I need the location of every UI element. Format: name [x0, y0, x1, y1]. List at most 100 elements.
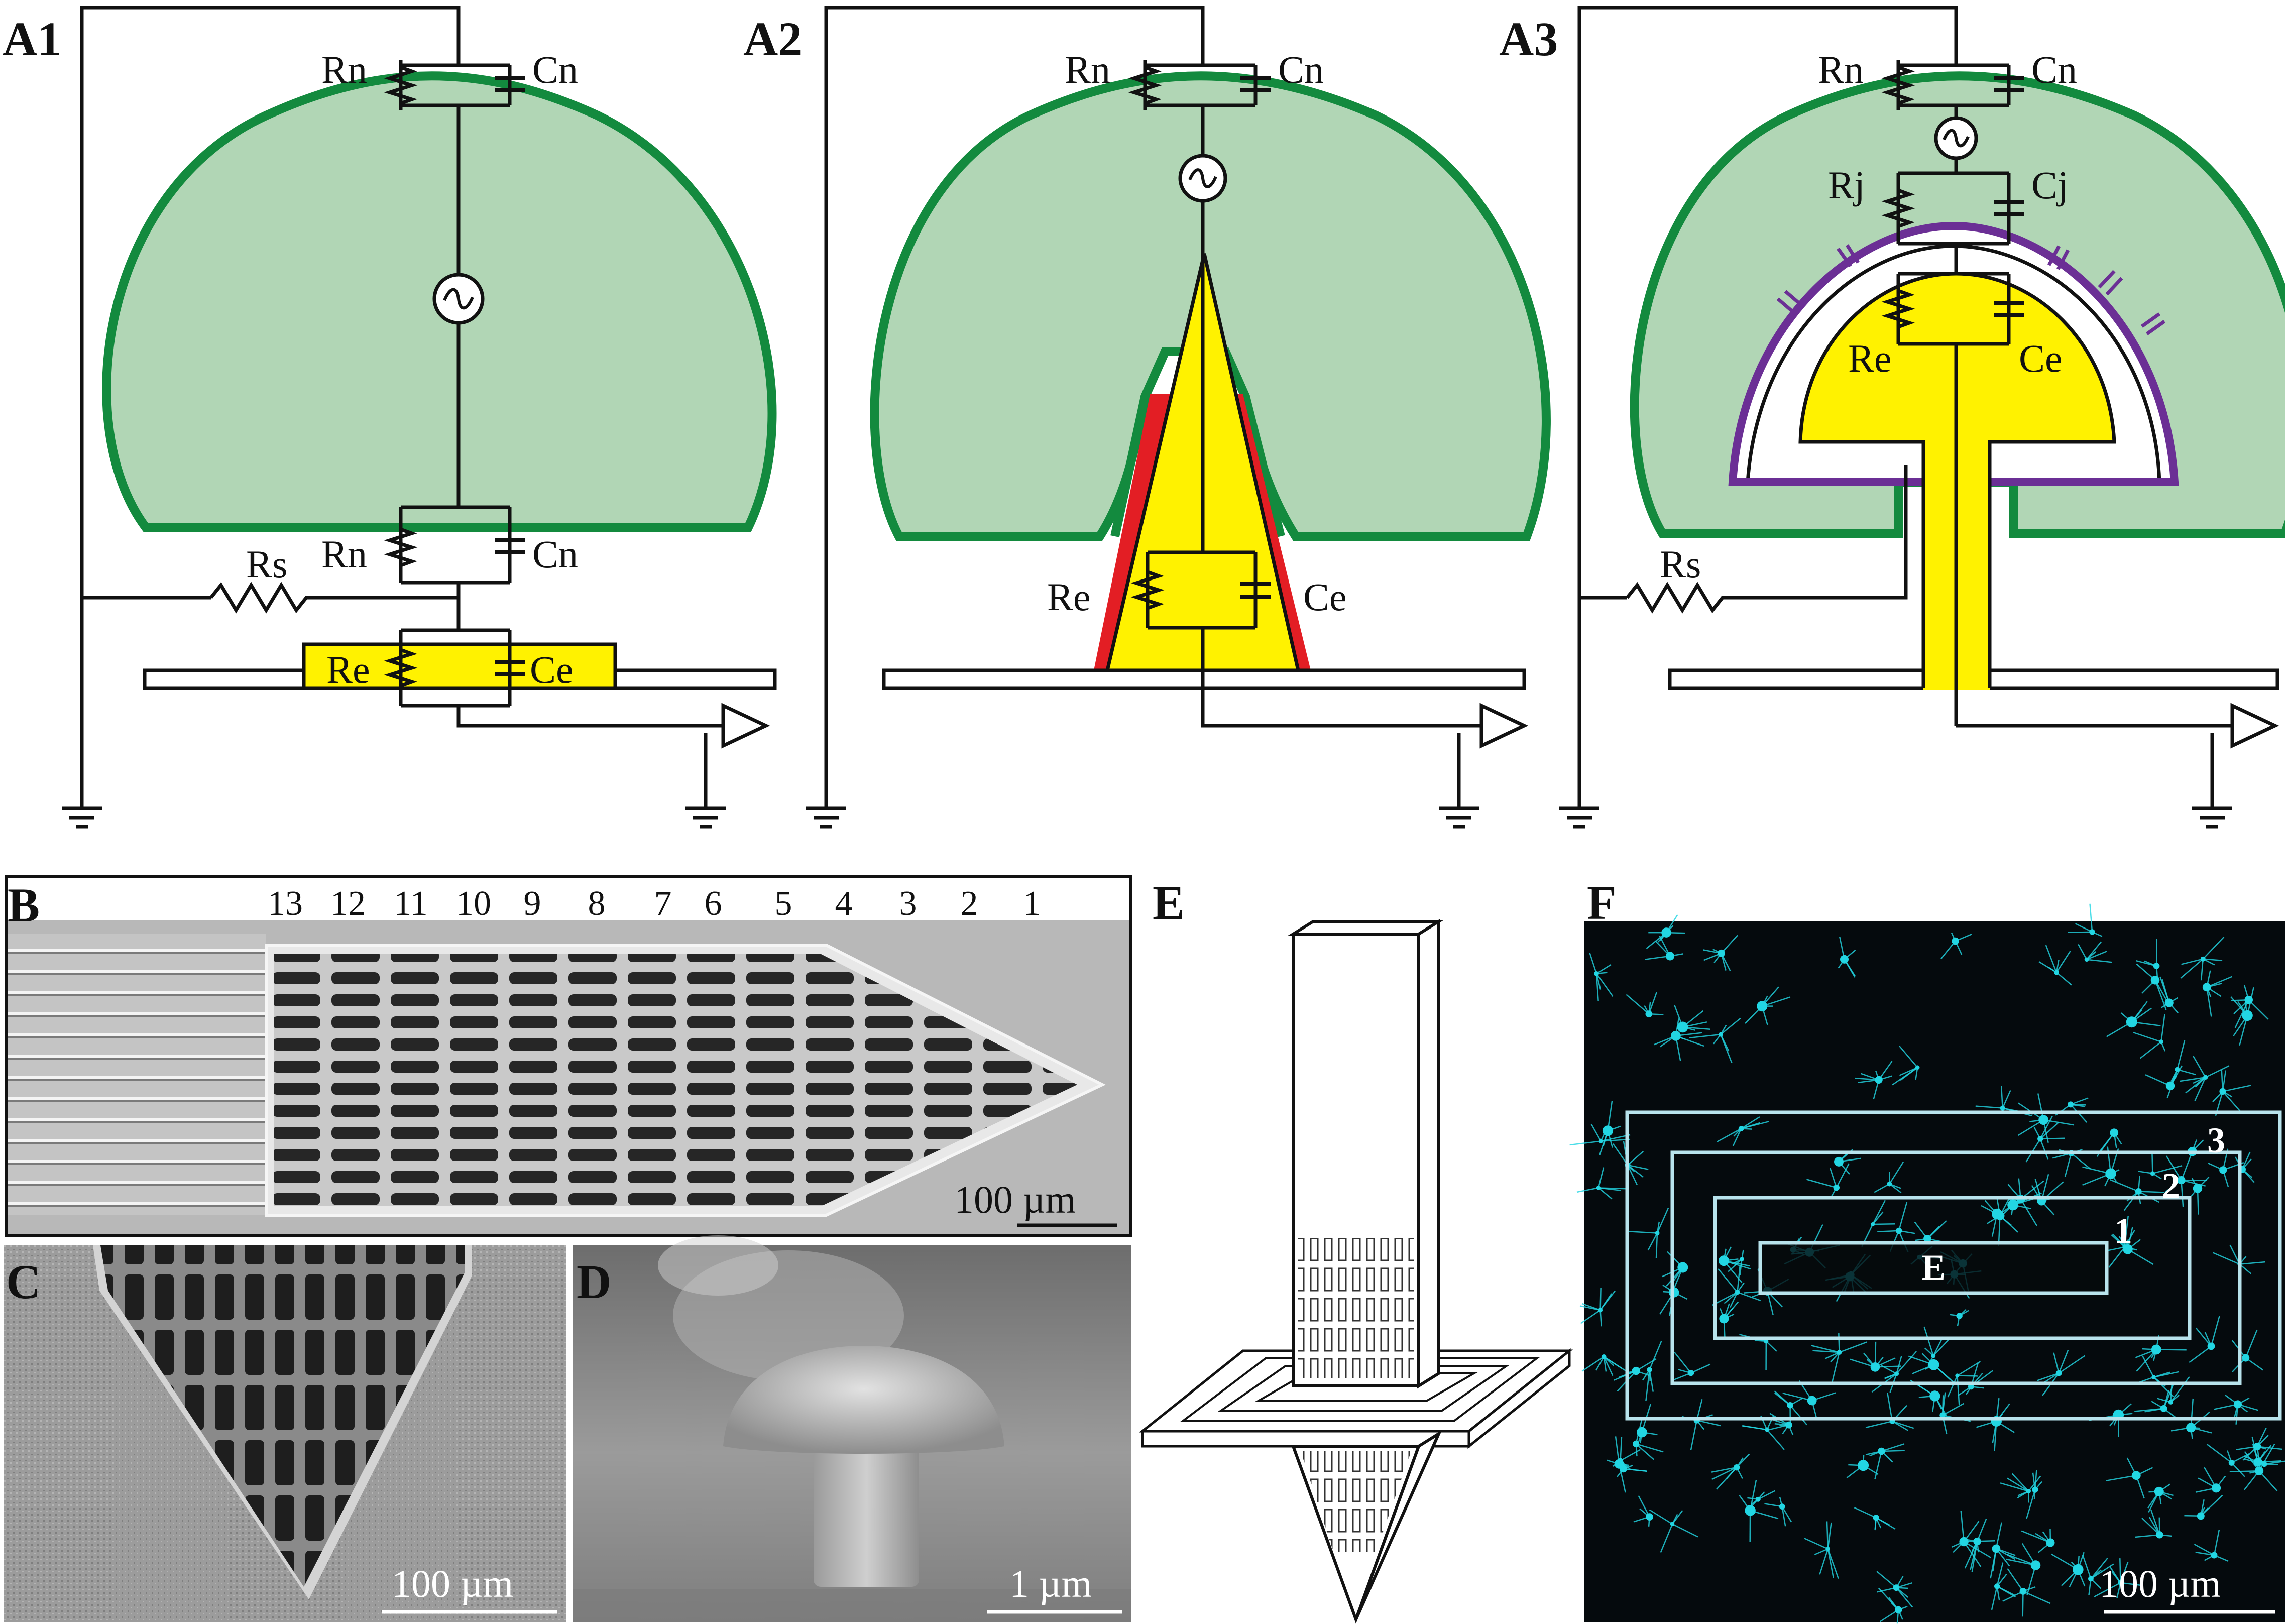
glia-cell [1940, 933, 1972, 959]
capacitor-cn-bottom-a1 [495, 538, 525, 554]
label-rn-a3: Rn [1818, 48, 1864, 91]
resistor-rs-a3 [1626, 582, 1728, 614]
glia-cell [1719, 1246, 1751, 1283]
glia-cell [2136, 939, 2160, 979]
label-cn-top-a1: Cn [532, 48, 578, 91]
glia-cell [2094, 1558, 2143, 1598]
electrode-number: 5 [775, 884, 792, 923]
electrode-number: 7 [654, 884, 672, 923]
glia-cell [1711, 1453, 1750, 1490]
label-rn-top-a1: Rn [321, 48, 367, 91]
glia-cell [1674, 1004, 1710, 1033]
glia-cell [1846, 1455, 1879, 1478]
ground-icon-left-a1 [62, 793, 102, 827]
glia-cell [2147, 1483, 2174, 1513]
glia-cell [1892, 1046, 1920, 1086]
glia-cell [1703, 935, 1738, 971]
glia-cell [1626, 992, 1664, 1018]
glia-cell [1654, 1018, 1704, 1061]
glia-cell [1764, 1497, 1792, 1527]
glia-cell [1861, 1200, 1895, 1247]
glia-cell [1671, 1351, 1711, 1381]
ground-icon-right-a2 [1439, 793, 1479, 827]
capacitor-ce-a2 [1240, 582, 1271, 599]
electrode-slots-e [1298, 1238, 1414, 1378]
glia-cell [1642, 1340, 1662, 1401]
panel-b: B 13 12 11 10 9 8 7 6 5 4 3 2 1 100 µm [5, 875, 1132, 1237]
glia-cell [2138, 1355, 2180, 1398]
glia-cell [2166, 1040, 2197, 1098]
region-label-e: E [1921, 1247, 1946, 1288]
label-cn-a2: Cn [1278, 48, 1324, 91]
amplifier-icon-a3 [2230, 703, 2279, 749]
electrode-number: 12 [330, 884, 366, 923]
electrode-region-rect [1758, 1241, 2109, 1295]
glia-cell [2038, 945, 2072, 986]
glia-cell [1626, 1208, 1669, 1258]
electrode-array-b [274, 954, 1077, 1206]
region-1-rect [1713, 1196, 2192, 1340]
ground-icon-left-a3 [1559, 793, 1600, 827]
panel-d: D 1 µm [573, 1235, 1131, 1622]
glia-cell [1908, 1353, 1955, 1383]
capacitor-cn-a3 [1994, 76, 2024, 92]
glia-cell [1616, 1465, 1647, 1478]
label-rn-bottom-a1: Rn [321, 532, 367, 576]
glia-cell [1598, 1101, 1621, 1155]
glia-cell [2051, 1552, 2086, 1588]
glia-cell [1850, 1341, 1901, 1372]
glia-cell [1874, 1162, 1904, 1194]
panel-label-a2: A2 [743, 12, 802, 66]
glia-cell [1589, 953, 1614, 1001]
glia-cell [2096, 1128, 2122, 1157]
capacitor-ce-a3 [1994, 301, 2024, 317]
glia-cell [2025, 1116, 2065, 1163]
glia-cell [2107, 1216, 2137, 1268]
glia-cell [1576, 1167, 1627, 1200]
region-3-rect [1625, 1110, 2282, 1421]
capacitor-cn-top-a1 [495, 65, 525, 92]
glia-cell [2018, 1093, 2075, 1143]
panel-label-c: C [6, 1255, 41, 1309]
electrode-tip-array-c [100, 1245, 465, 1587]
amplifier-icon-a1 [721, 703, 770, 749]
region-2-rect [1670, 1150, 2242, 1385]
electrode-number: 11 [394, 884, 427, 923]
glia-cell [2021, 1529, 2055, 1553]
glia-cell [2244, 1454, 2285, 1467]
glia-cell [2195, 1467, 2226, 1493]
glia-cell [1838, 937, 1856, 978]
region-label-1: 1 [2114, 1211, 2132, 1251]
panel-label-f: F [1587, 876, 1617, 930]
glia-cell [2202, 970, 2232, 1017]
electrode-number: 13 [268, 884, 303, 923]
electrode-pad-a1 [302, 642, 617, 690]
electrode-number: 6 [705, 884, 722, 923]
electrode-number: 2 [961, 884, 978, 923]
glia-cell [1991, 1562, 2016, 1610]
glia-cell [2134, 1382, 2177, 1419]
label-re-a2: Re [1047, 575, 1091, 619]
ground-icon-right-a1 [686, 793, 726, 827]
glia-cell [1950, 1309, 1969, 1326]
glia-cell [2231, 985, 2269, 1028]
glia-cell [2133, 1014, 2166, 1059]
glia-cell [2135, 1335, 2187, 1372]
glia-cell [2243, 1436, 2281, 1474]
label-rs-a3: Rs [1660, 542, 1701, 586]
capacitor-ce-a1 [495, 660, 525, 676]
electrode-number: 10 [456, 884, 491, 923]
glia-cell [2026, 1469, 2042, 1520]
glia-cell [1855, 1061, 1893, 1100]
glia-cell [2189, 1316, 2220, 1363]
glia-cells-f [1569, 903, 2285, 1624]
panel-e: E [1138, 876, 1573, 1624]
glia-cell [1774, 1390, 1807, 1426]
glia-cell [1689, 1017, 1741, 1063]
glia-cell [1719, 1301, 1739, 1338]
panel-label-d: D [577, 1255, 611, 1309]
glia-cell [2138, 1152, 2183, 1180]
glia-cell [2082, 1555, 2114, 1595]
glia-cell [1712, 1265, 1761, 1308]
